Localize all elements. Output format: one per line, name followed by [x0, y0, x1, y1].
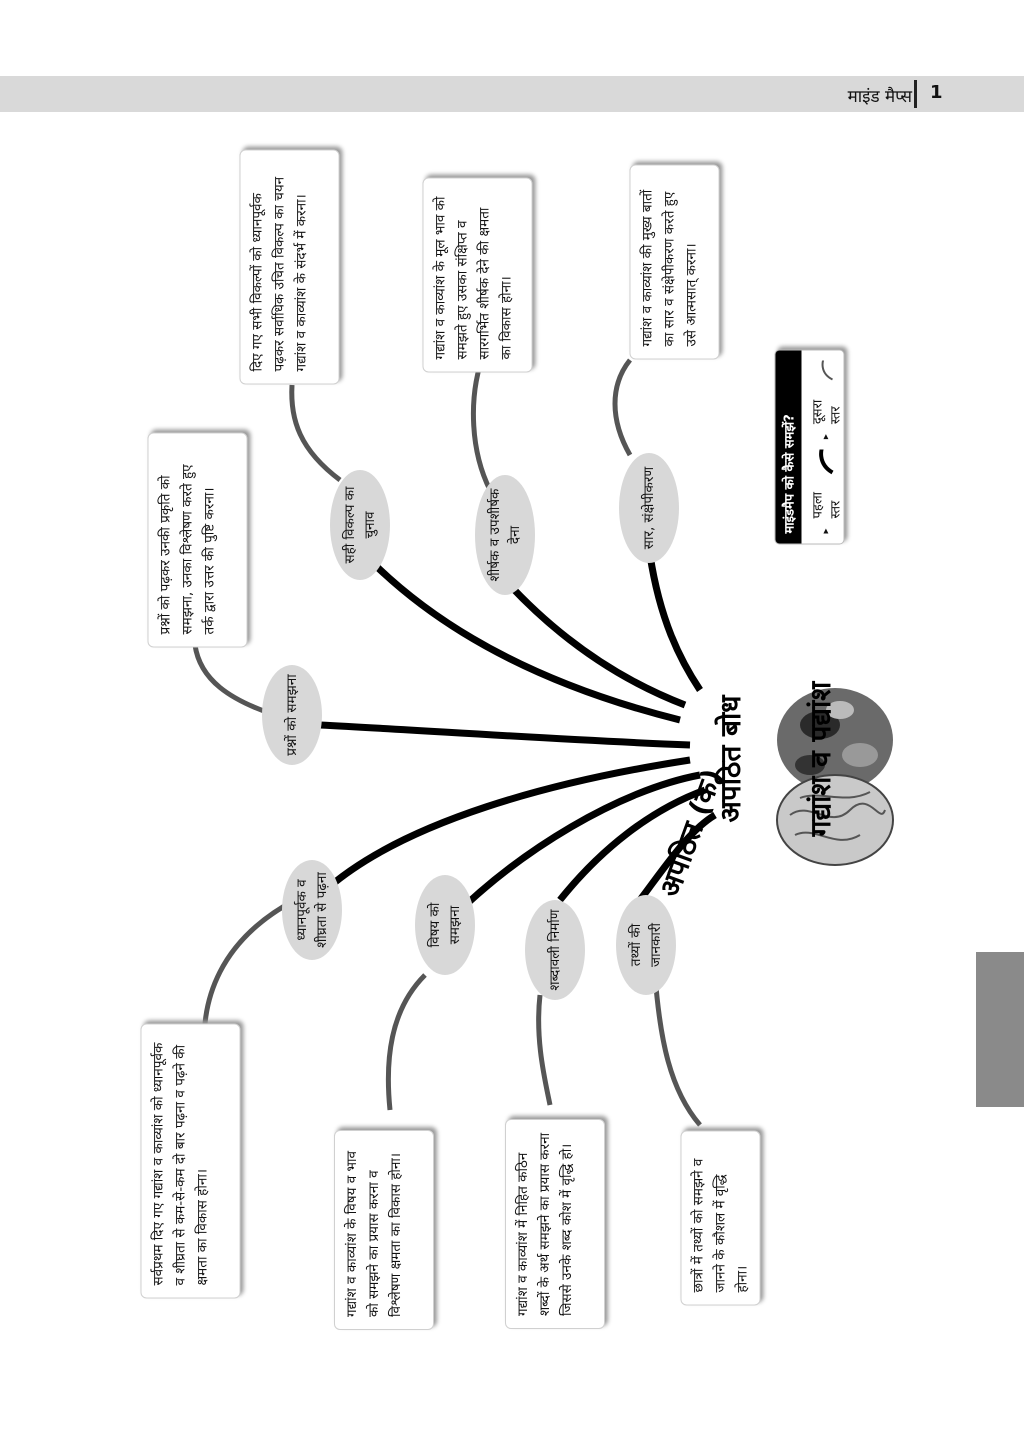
node-vocabulary: शब्दावली निर्माण	[525, 900, 585, 1000]
legend-row: ▸ पहला स्तर ▸ दूसरा स्तर	[802, 351, 850, 544]
thin-curve-icon	[817, 361, 835, 382]
arrow-icon: ▸	[820, 528, 831, 533]
node-facts: तथ्यों की जानकारी	[616, 895, 676, 995]
text-box-correct-option: दिए गए सभी विकल्पों को ध्यानपूर्वक पढ़कर…	[240, 150, 340, 385]
connector-l2	[292, 385, 340, 480]
connector-l2	[615, 360, 630, 455]
node-questions: प्रश्नों को समझना	[262, 665, 322, 765]
node-correct-option: सही विकल्प का चुनाव	[330, 470, 390, 580]
text-box-facts: छात्रों में तथ्यों को समझने व जानने के क…	[681, 1131, 761, 1306]
arrow-icon: ▸	[820, 434, 831, 439]
connector-l2	[539, 995, 550, 1105]
text-box-title: गद्यांश व काव्यांश के मूल भाव को समझते ह…	[423, 178, 533, 373]
connector-l2	[388, 975, 425, 1110]
connector-l1	[650, 555, 700, 690]
legend-level2: दूसरा स्तर	[808, 392, 844, 425]
node-summary: सार, संक्षेपीकरण	[619, 453, 679, 563]
center-title-line2: गद्यांश व पद्यांश	[801, 609, 839, 909]
thick-curve-icon	[817, 449, 835, 474]
node-title: शीर्षक व उपशीर्षक देना	[475, 475, 535, 595]
node-reading: ध्यानपूर्वक व शीघ्रता से पढ़ना	[282, 860, 342, 960]
legend-title: माइंडमैप को कैसे समझें?	[776, 351, 802, 544]
connector-l1	[320, 725, 690, 745]
node-subject: विषय को समझना	[415, 875, 475, 975]
legend: माइंडमैप को कैसे समझें? ▸ पहला स्तर ▸ दू…	[775, 350, 845, 545]
text-box-reading: सर्वप्रथम दिए गए गद्यांश व काव्यांश को ध…	[141, 1024, 241, 1299]
text-box-subject: गद्यांश व काव्यांश के विषय व भाव को समझन…	[334, 1130, 434, 1330]
text-box-questions: प्रश्नों को पढ़कर उनकी प्रकृति को समझना,…	[148, 433, 248, 648]
connector-l2	[655, 975, 700, 1125]
connector-l2	[473, 365, 490, 490]
text-box-vocabulary: गद्यांश व काव्यांश में निहित कठिन शब्दों…	[505, 1119, 605, 1329]
legend-level1: पहला स्तर	[808, 484, 844, 518]
connector-l1	[370, 560, 680, 720]
text-box-summary: गद्यांश व काव्यांश की मुख्य बातों का सार…	[630, 165, 720, 360]
